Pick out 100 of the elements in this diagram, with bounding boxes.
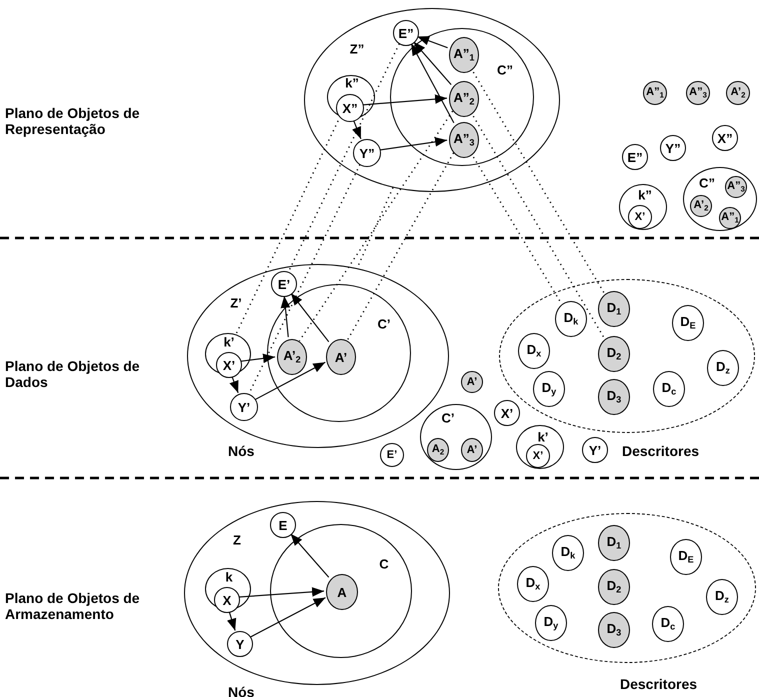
node-label: k’: [224, 336, 234, 348]
arrow: [410, 43, 454, 124]
node-label: D$_{x}$: [526, 576, 540, 592]
dotted-line: [346, 152, 454, 340]
shaded-circle: [598, 612, 630, 648]
node-circle: [517, 566, 549, 602]
shaded-circle: [598, 291, 630, 327]
node-circle: [672, 305, 704, 341]
node-circle: [707, 350, 739, 386]
shaded-circle: [598, 379, 630, 415]
node-label: X”: [717, 132, 733, 144]
node-label: C’: [442, 412, 454, 424]
node-label: E”: [627, 150, 643, 164]
node-circle: [393, 20, 419, 46]
node-label: Y’: [238, 400, 250, 414]
node-circle: [628, 205, 652, 229]
node-circle: [353, 139, 381, 167]
shaded-circle: [461, 438, 483, 462]
node-label: A”$_{1}$: [454, 47, 474, 63]
shaded-circle: [449, 37, 479, 73]
node-label: A”$_{1}$: [721, 212, 739, 224]
node-label: E’: [386, 450, 398, 460]
shaded-circle: [449, 122, 479, 158]
node-label: A’$_{2}$: [730, 87, 746, 99]
node-label: A’$_{2}$: [283, 349, 301, 365]
arrow: [417, 36, 448, 48]
node-circle: [227, 631, 253, 657]
node-label: A’$_{2}$: [694, 200, 708, 212]
node-circle: [216, 352, 242, 378]
node-label: C”: [497, 64, 513, 76]
node-label: C’: [378, 318, 390, 330]
group-caption: Descritores: [622, 443, 700, 460]
shaded-circle: [690, 195, 712, 217]
node-label: D$_{1}$: [606, 535, 622, 551]
node-label: C”: [699, 176, 715, 190]
node-label: D$_{3}$: [606, 389, 622, 405]
arrow: [255, 362, 326, 400]
node-label: k”: [345, 76, 359, 90]
shaded-circle: [277, 339, 307, 375]
node-label: E’: [278, 278, 290, 290]
node-circle: [622, 144, 648, 170]
node-circle: [582, 437, 608, 463]
dashed-ellipse: [499, 279, 755, 433]
node-circle: [380, 443, 404, 467]
arrow: [413, 41, 452, 85]
node-label: Z’: [230, 296, 242, 310]
node-label: D$_{1}$: [606, 301, 622, 317]
node-circle: [535, 605, 567, 641]
node-label: D$_{y}$: [544, 615, 558, 631]
node-label: X: [222, 594, 232, 606]
node-label: A”$_{1}$: [646, 87, 664, 99]
shaded-circle: [686, 81, 710, 105]
dashed-ellipse: [498, 513, 756, 663]
node-circle: [230, 393, 258, 421]
node-label: k: [225, 570, 233, 584]
shaded-circle: [598, 525, 630, 561]
arrow: [362, 94, 448, 106]
node-circle: [706, 579, 738, 615]
node-label: A”$_{2}$: [454, 91, 474, 107]
shaded-circle: [326, 339, 356, 375]
arrow: [250, 597, 326, 638]
node-label: A’: [466, 444, 478, 456]
node-circle: [214, 587, 240, 613]
node-label: X’: [500, 406, 514, 420]
container-ellipse: [619, 184, 667, 230]
node-label: D$_{z}$: [716, 360, 730, 376]
node-label: X’: [532, 450, 544, 462]
shaded-circle: [726, 81, 750, 105]
node-label: D$_{k}$: [560, 545, 576, 561]
node-circle: [712, 125, 738, 151]
node-label: D$_{z}$: [715, 589, 729, 605]
node-label: D$_{E}$: [678, 549, 694, 565]
shaded-circle: [598, 336, 630, 372]
arrow: [229, 375, 239, 394]
node-label: k”: [638, 188, 652, 202]
node-label: Y”: [665, 142, 681, 154]
container-ellipse: [205, 568, 251, 610]
node-label: D$_{x}$: [526, 343, 542, 359]
node-label: X’: [634, 212, 646, 222]
node-circle: [270, 512, 296, 538]
arrow: [290, 533, 330, 578]
group-caption: Nós: [228, 684, 254, 697]
node-label: E: [278, 518, 288, 532]
plane-title: Plano de Objetos de Dados: [5, 358, 141, 390]
shaded-circle: [719, 207, 741, 229]
node-label: D$_{c}$: [662, 381, 676, 397]
group-caption: Descritores: [620, 676, 698, 692]
node-label: D$_{E}$: [680, 315, 696, 331]
node-label: A”$_{3}$: [454, 132, 474, 148]
arrow: [280, 296, 290, 338]
node-circle: [660, 135, 686, 161]
container-ellipse: [205, 333, 251, 375]
node-label: C: [379, 558, 389, 570]
node-label: D$_{2}$: [606, 346, 622, 362]
node-circle: [652, 606, 684, 642]
node-circle: [271, 271, 297, 297]
node-label: D$_{c}$: [660, 616, 676, 632]
container-ellipse: [304, 8, 560, 192]
node-label: k’: [538, 430, 548, 444]
node-label: D$_{2}$: [606, 579, 622, 595]
